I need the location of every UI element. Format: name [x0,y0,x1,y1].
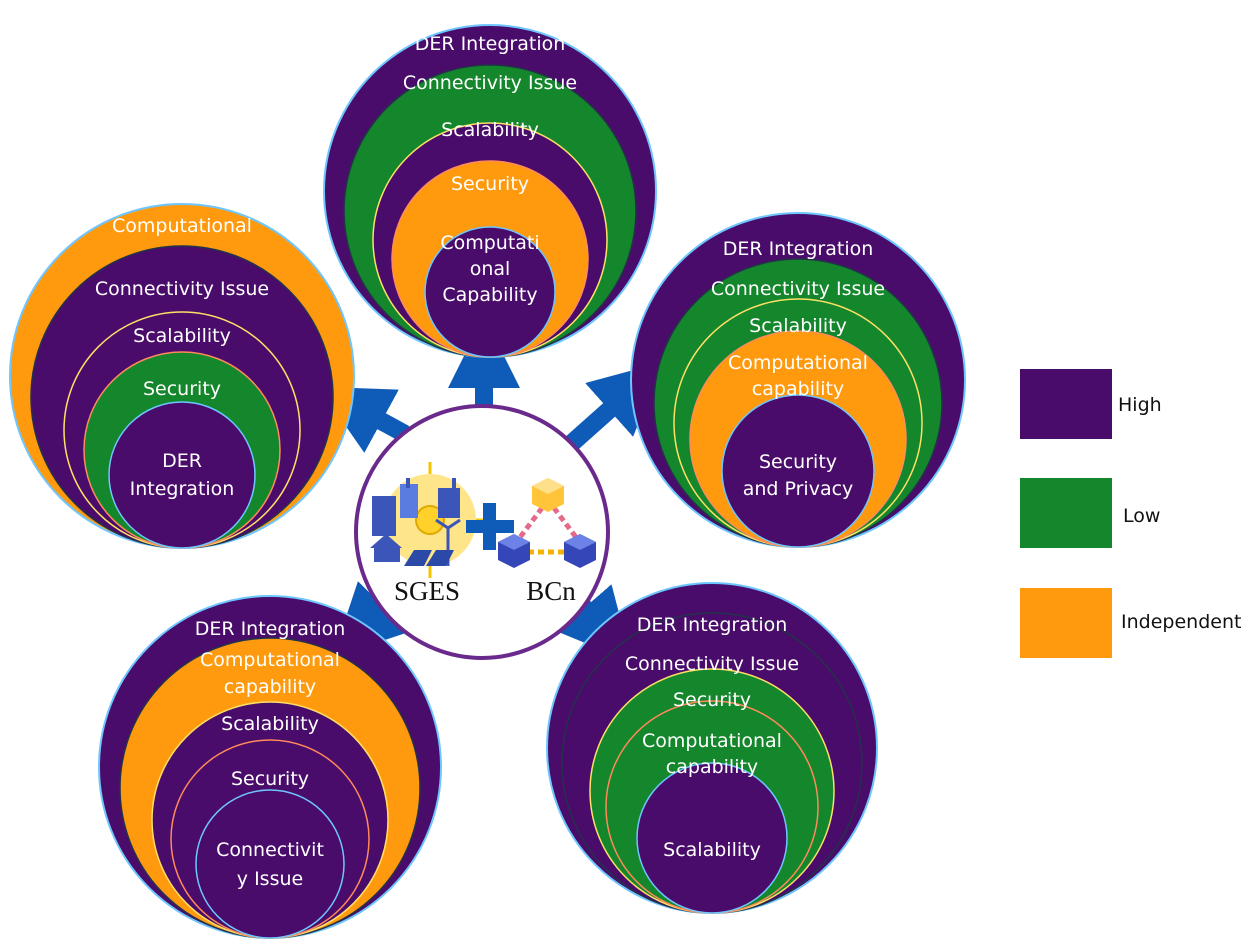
label-top-2-1: Connectivity Issue [403,72,577,94]
label-bottom-right-5-1: Scalability [663,839,761,861]
label-right-1-1: DER Integration [723,238,874,260]
label-right-3-1: Scalability [749,315,847,337]
label-bottom-left-5-1: Connectivit [216,839,324,861]
label-top-1-1: DER Integration [415,33,566,55]
label-top-5-3: Capability [442,284,537,306]
layer-left-5 [108,401,256,549]
label-bottom-left-3-1: Scalability [221,713,319,735]
label-bottom-left-2-2: capability [224,676,316,698]
legend-label-independent: Independent [1121,611,1241,633]
label-bottom-left-4-1: Security [231,768,309,790]
label-bottom-right-2-1: Connectivity Issue [625,653,799,675]
label-left-5-2: Integration [130,478,235,500]
label-right-5-1: Security [759,451,837,473]
label-left-1-1: Computational [112,215,252,237]
legend-swatch-independent [1020,588,1112,658]
label-left-5-1: DER [162,450,202,472]
label-right-2-1: Connectivity Issue [711,278,885,300]
legend: High Low Independent [1020,369,1241,658]
label-left-1-2: capability [136,0,228,5]
label-bottom-right-4-1: Computational [642,730,782,752]
label-bottom-left-1-1: DER Integration [195,618,346,640]
label-right-4-2: capability [752,378,844,400]
cluster-left: Computational capabilityConnectivity Issu… [9,0,355,549]
label-right-4-1: Computational [728,352,868,374]
label-top-5-2: onal [470,258,511,280]
smart-grid-energy-icon [370,462,488,578]
arrow-right [566,362,663,450]
arrow-left [318,386,410,453]
legend-swatch-high [1020,369,1112,439]
blockchain-icon [498,478,596,568]
label-right-5-2: and Privacy [743,478,854,500]
bcn-label: BCn [526,576,576,606]
layer-top-5 [424,226,556,358]
plus-icon [466,503,514,550]
label-bottom-right-1-1: DER Integration [637,614,788,636]
label-top-5-1: Computati [440,232,539,254]
label-left-4-1: Security [143,378,221,400]
legend-label-low: Low [1123,505,1160,527]
center-hub: SGES BCn [354,404,610,660]
label-bottom-left-5-2: y Issue [237,868,303,890]
sges-label: SGES [394,576,460,606]
label-left-3-1: Scalability [133,325,231,347]
layer-right-5 [721,394,875,548]
layer-bottom-right-5 [636,762,788,914]
legend-swatch-low [1020,478,1112,548]
label-bottom-left-2-1: Computational [200,649,340,671]
label-bottom-right-4-2: capability [666,756,758,778]
label-top-3-1: Scalability [441,119,539,141]
label-top-4-1: Security [451,173,529,195]
layer-bottom-left-5 [195,789,345,939]
label-left-2-1: Connectivity Issue [95,278,269,300]
label-bottom-right-3-1: Security [673,689,751,711]
legend-label-high: High [1118,394,1162,416]
